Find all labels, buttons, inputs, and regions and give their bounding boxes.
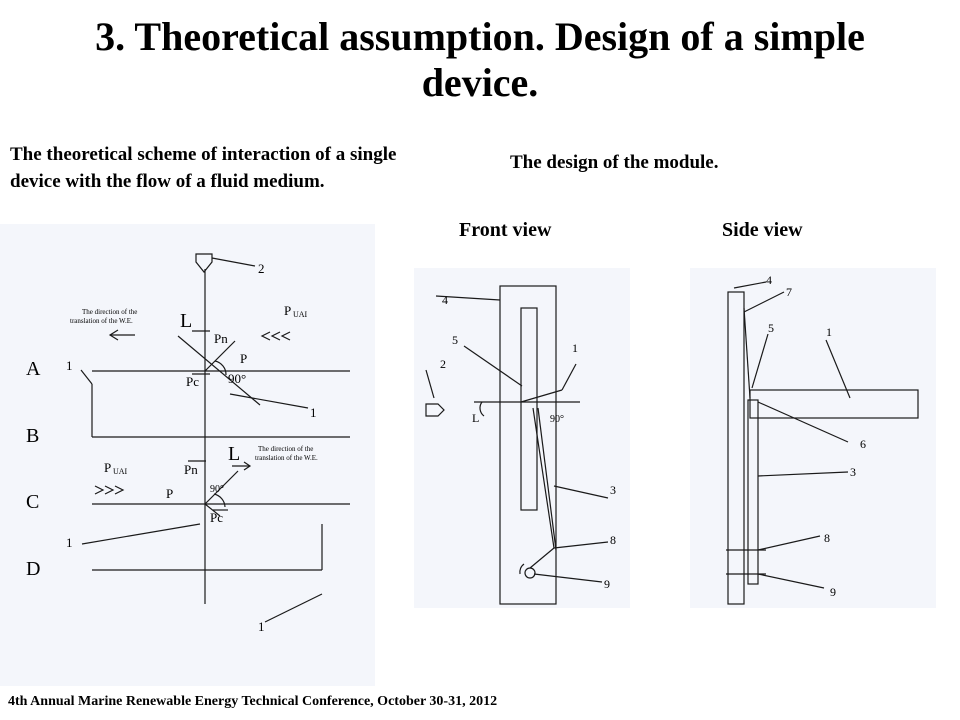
front-label-8: 8 (610, 533, 616, 547)
lift-label-a: L (180, 310, 192, 332)
conference-footer: 4th Annual Marine Renewable Energy Techn… (8, 694, 498, 709)
force-pn-a: Pn (214, 331, 228, 346)
side-label-6: 6 (860, 437, 866, 451)
force-p-a: P (240, 351, 247, 366)
side-view-label: Side view (722, 219, 803, 241)
front-label-5: 5 (452, 333, 458, 347)
direction-note-c2: translation of the W.E. (255, 454, 318, 462)
scheme-caption: The theoretical scheme of interaction of… (10, 144, 397, 192)
force-p-c: P (166, 486, 173, 501)
angle-90-a: 90° (228, 371, 246, 386)
direction-note-c1: The direction of the (258, 445, 313, 453)
flow-force-label-c: P (104, 460, 111, 475)
side-label-4: 4 (766, 273, 772, 287)
side-label-5: 5 (768, 321, 774, 335)
module-caption: The design of the module. (510, 152, 719, 173)
layer-label-d: D (26, 558, 40, 580)
layer-label-b: B (26, 425, 39, 447)
front-label-4: 4 (442, 293, 448, 307)
side-label-8: 8 (824, 531, 830, 545)
wing-label-1a: 1 (66, 358, 73, 373)
wing-label-1b: 1 (310, 405, 317, 420)
front-view-label: Front view (459, 219, 552, 241)
title-line-1: 3. Theoretical assumption. Design of a s… (95, 14, 865, 59)
angle-90-c: 90° (210, 484, 224, 495)
front-label-9: 9 (604, 577, 610, 591)
direction-note-a1: The direction of the (82, 308, 137, 316)
side-label-9: 9 (830, 585, 836, 599)
side-label-7: 7 (786, 285, 792, 299)
wing-label-1c: 1 (66, 535, 73, 550)
force-pc-a: Pc (186, 374, 199, 389)
side-label-3: 3 (850, 465, 856, 479)
lift-label-c: L (228, 443, 240, 465)
flow-force-sub-a: UAI (293, 310, 308, 319)
front-label-2: 2 (440, 357, 446, 371)
force-pn-c: Pn (184, 462, 198, 477)
layer-label-c: C (26, 491, 39, 513)
front-label-l: L (472, 411, 479, 425)
arrow-label-2: 2 (258, 261, 265, 276)
front-view-drawing: 4 5 1 2 L 90° 3 8 9 (414, 268, 630, 608)
front-label-3: 3 (610, 483, 616, 497)
flow-force-sub-c: UAI (113, 467, 128, 476)
front-label-90: 90° (550, 414, 564, 425)
force-pc-c: Pc (210, 510, 223, 525)
interaction-scheme-drawing: A B C D L L 2 1 1 1 1 Pn P Pc 90° Pn P P… (0, 224, 375, 686)
wing-label-1d: 1 (258, 619, 265, 634)
slide-title: 3. Theoretical assumption. Design of a s… (0, 14, 960, 106)
side-label-1: 1 (826, 325, 832, 339)
layer-label-a: A (26, 358, 41, 380)
front-label-1: 1 (572, 341, 578, 355)
title-line-2: device. (421, 60, 539, 105)
side-view-drawing: 4 7 5 1 6 3 8 9 (690, 268, 936, 608)
flow-force-label-a: P (284, 303, 291, 318)
direction-note-a2: translation of the W.E. (70, 317, 133, 325)
